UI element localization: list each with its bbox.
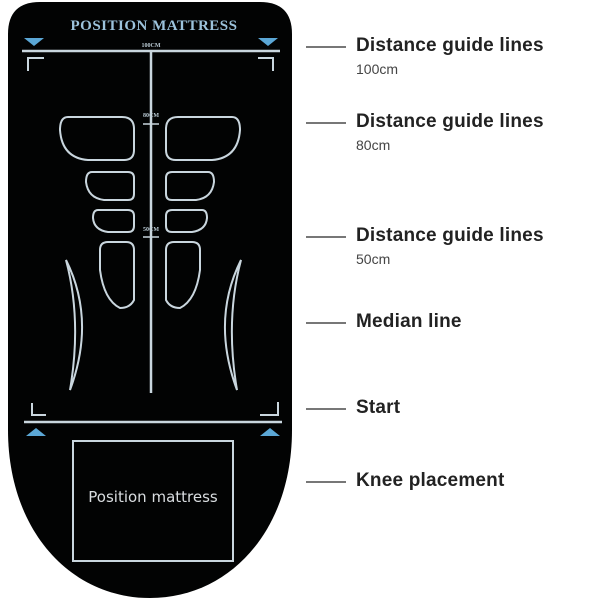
callout-leader-line: [306, 122, 346, 124]
pad-lower-left: [91, 209, 135, 233]
corner-bracket-top-right: [258, 57, 274, 71]
callout-leader-line: [306, 46, 346, 48]
callout-distance-50cm: Distance guide lines 50cm: [300, 225, 544, 267]
callout-knee-placement: Knee placement: [300, 470, 505, 492]
callout-title: Distance guide lines: [356, 111, 544, 132]
callout-distance-80cm: Distance guide lines 80cm: [300, 111, 544, 153]
callout-title: Distance guide lines: [356, 35, 544, 56]
callout-leader-line: [306, 481, 346, 483]
crescent-left: [65, 259, 83, 391]
pad-hip-right: [165, 241, 201, 310]
triangle-up-icon: [260, 428, 280, 436]
pad-hip-left: [99, 241, 135, 310]
callout-title: Start: [356, 397, 401, 418]
callout-leader-line: [306, 322, 346, 324]
pad-upper-right: [165, 116, 242, 161]
crescent-right: [224, 259, 242, 391]
mark-80cm: 80CM: [143, 113, 159, 119]
legend: Distance guide lines 100cm Distance guid…: [300, 0, 600, 600]
triangle-up-icon: [26, 428, 46, 436]
callout-subtitle: 50cm: [356, 251, 391, 267]
mark-100cm: 100CM: [142, 43, 161, 49]
callout-subtitle: 100cm: [356, 61, 399, 77]
position-mattress: POSITION MATTRESS 100CM 80CM 50CM Positi…: [8, 2, 292, 598]
knee-placement-box: [72, 440, 234, 562]
knee-box-label: Position mattress: [88, 488, 218, 506]
callout-title: Median line: [356, 311, 462, 332]
callout-title: Distance guide lines: [356, 225, 544, 246]
pad-middle-right: [165, 171, 216, 201]
callout-title: Knee placement: [356, 470, 505, 491]
corner-bracket-bottom-right: [260, 402, 279, 416]
callout-distance-100cm: Distance guide lines 100cm: [300, 35, 544, 77]
mark-50cm: 50CM: [143, 227, 159, 233]
callout-leader-line: [306, 236, 346, 238]
callout-subtitle: 80cm: [356, 137, 391, 153]
callout-leader-line: [306, 408, 346, 410]
pad-upper-left: [58, 116, 135, 161]
triangle-down-icon: [258, 38, 278, 46]
callout-start: Start: [300, 397, 400, 419]
mattress-title: POSITION MATTRESS: [70, 18, 237, 34]
callout-median-line: Median line: [300, 311, 462, 333]
pad-lower-right: [165, 209, 209, 233]
pad-middle-left: [84, 171, 135, 201]
triangle-down-icon: [24, 38, 44, 46]
corner-bracket-bottom-left: [31, 403, 46, 416]
corner-bracket-top-left: [27, 57, 44, 71]
